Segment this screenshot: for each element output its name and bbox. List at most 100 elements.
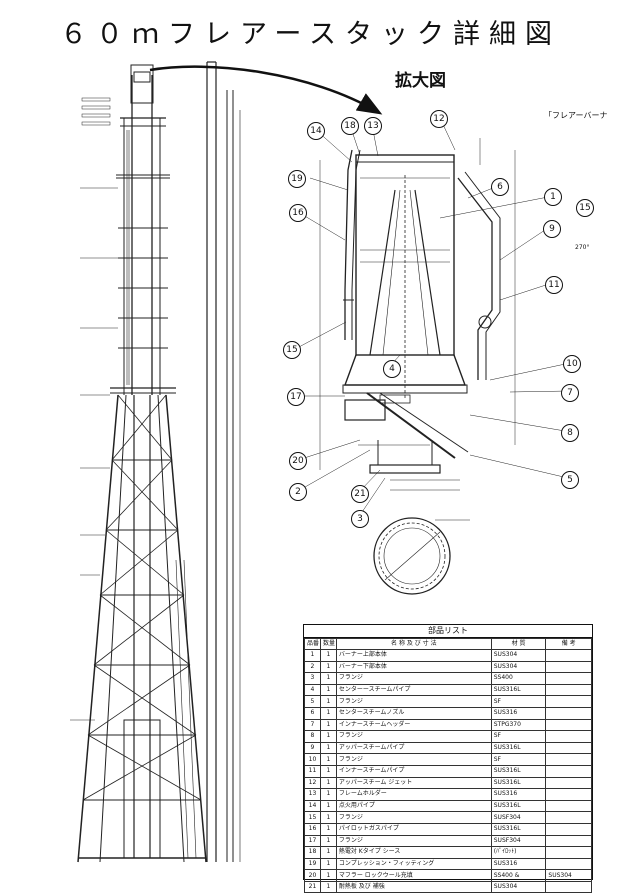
cell-qty: 1 <box>319 672 337 685</box>
cell-name: フランジ <box>335 834 492 848</box>
cell-remarks <box>545 695 592 708</box>
cell-remarks <box>545 857 592 871</box>
callout-10: 10 <box>563 355 581 373</box>
cell-material: SUS316 <box>490 788 547 801</box>
cell-no: 4 <box>304 683 321 697</box>
cell-material: SUSF304 <box>490 834 547 848</box>
cell-qty: 1 <box>319 718 337 732</box>
cell-name: フランジ <box>335 695 492 708</box>
cell-remarks <box>545 788 592 801</box>
cell-name: フレームホルダー <box>335 788 492 801</box>
cell-remarks <box>545 880 592 894</box>
cell-name: フランジ <box>335 811 492 824</box>
cell-qty: 1 <box>319 706 337 720</box>
cell-remarks <box>545 649 592 662</box>
cell-material: SS400 <box>490 672 547 685</box>
cell-remarks <box>545 834 592 848</box>
cell-qty: 1 <box>319 695 337 708</box>
cell-remarks <box>545 741 592 755</box>
burner-detail <box>296 117 571 519</box>
callout-12: 12 <box>430 110 448 128</box>
callout-15b: 15 <box>283 341 301 359</box>
cell-qty: 1 <box>319 764 337 778</box>
cell-remarks <box>545 753 592 766</box>
cell-name: コンプレッション・フィッティング <box>335 857 492 871</box>
cell-name: アッパースチームパイプ <box>335 741 492 755</box>
cell-material: SUS316L <box>490 776 547 790</box>
cell-qty: 1 <box>319 730 337 743</box>
cell-no: 3 <box>304 672 321 685</box>
cell-name: センターースチームパイプ <box>335 683 492 697</box>
cell-material: SUS304 <box>490 880 547 894</box>
cell-no: 15 <box>304 811 321 824</box>
cell-remarks <box>545 706 592 720</box>
cell-material: SF <box>490 695 547 708</box>
cell-qty: 1 <box>319 741 337 755</box>
section-view <box>373 517 470 595</box>
cell-name: バーナー上部本体 <box>335 649 492 662</box>
cell-material: SUSF304 <box>490 811 547 824</box>
cell-remarks <box>545 764 592 778</box>
cell-material: SUS316L <box>490 764 547 778</box>
callout-13: 13 <box>364 117 382 135</box>
parts-list-title: 部品リスト <box>304 625 592 638</box>
cell-name: フランジ <box>335 730 492 743</box>
callout-5: 5 <box>561 471 579 489</box>
header-name: 名 称 及 び 寸 法 <box>335 638 492 650</box>
cell-material: SUS316 <box>490 706 547 720</box>
cell-material: STPG370 <box>490 718 547 732</box>
cell-remarks <box>545 811 592 824</box>
cell-remarks <box>545 822 592 836</box>
cell-remarks <box>545 683 592 697</box>
cell-name: フランジ <box>335 753 492 766</box>
cell-name: フランジ <box>335 672 492 685</box>
header-no: 品番 <box>304 638 321 650</box>
cell-name: 点火用パイプ <box>335 799 492 813</box>
cell-qty: 1 <box>319 857 337 871</box>
angle-label: 270° <box>575 244 590 251</box>
cell-name: パイロットガスパイプ <box>335 822 492 836</box>
callout-6: 6 <box>491 178 509 196</box>
cell-no: 20 <box>304 869 321 882</box>
callout-4: 4 <box>383 360 401 378</box>
cell-no: 21 <box>304 880 321 894</box>
callout-8: 8 <box>561 424 579 442</box>
cell-material: SUS316L <box>490 822 547 836</box>
cell-name: 耐熱板 及び 補強 <box>335 880 492 894</box>
cell-no: 10 <box>304 753 321 766</box>
tower-elevation <box>70 61 241 863</box>
header-material: 材 質 <box>490 638 547 650</box>
cell-remarks <box>545 718 592 732</box>
cell-material: SUS304 <box>490 649 547 662</box>
cell-qty: 1 <box>319 869 337 882</box>
callout-15: 15 <box>576 199 594 217</box>
header-remarks: 備 考 <box>545 638 592 650</box>
cell-qty: 1 <box>319 753 337 766</box>
cell-qty: 1 <box>319 834 337 848</box>
callout-21: 21 <box>351 485 369 503</box>
callout-11: 11 <box>545 276 563 294</box>
cell-qty: 1 <box>319 822 337 836</box>
callout-7: 7 <box>561 384 579 402</box>
callout-14: 14 <box>307 122 325 140</box>
callout-20: 20 <box>289 452 307 470</box>
cell-no: 13 <box>304 788 321 801</box>
cell-qty: 1 <box>319 811 337 824</box>
cell-no: 5 <box>304 695 321 708</box>
cell-qty: 1 <box>319 683 337 697</box>
cell-qty: 1 <box>319 799 337 813</box>
